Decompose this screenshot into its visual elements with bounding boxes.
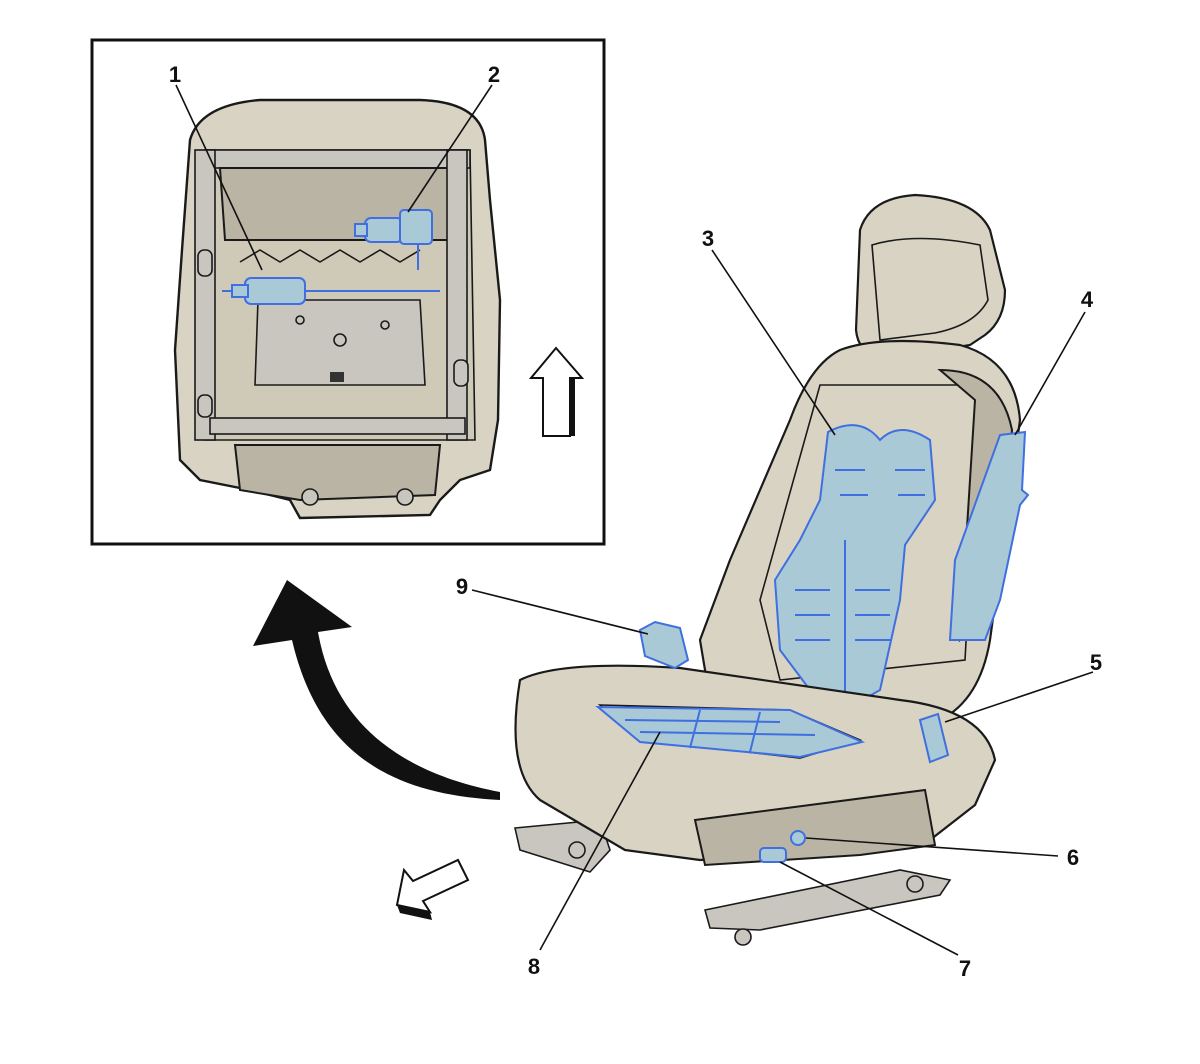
callout-4: 4 bbox=[1081, 287, 1094, 312]
leader-line-2 bbox=[407, 84, 493, 213]
component-9-seat-belt-buckle bbox=[638, 620, 690, 670]
rail-bolt bbox=[568, 841, 586, 859]
inset-side-cover bbox=[197, 249, 213, 277]
rail-bolt bbox=[906, 875, 924, 893]
inset-component-1-motor bbox=[222, 277, 440, 305]
headrest-inner bbox=[871, 237, 989, 341]
seat-rail-right bbox=[703, 869, 952, 931]
inset-rear-trim bbox=[233, 444, 442, 502]
inset-side-cover bbox=[453, 359, 469, 387]
inset-plate-hole bbox=[380, 320, 390, 330]
callout-7: 7 bbox=[959, 956, 971, 981]
callout-1: 1 bbox=[169, 62, 181, 87]
callout-6: 6 bbox=[1067, 845, 1079, 870]
callout-5: 5 bbox=[1090, 650, 1102, 675]
leader-line-5 bbox=[944, 671, 1094, 723]
curved-arrow-icon bbox=[253, 580, 500, 800]
inset-rear-bolt bbox=[301, 488, 319, 506]
inset-plate-hole bbox=[295, 315, 305, 325]
leader-line-4 bbox=[1014, 311, 1086, 436]
callout-8: 8 bbox=[528, 954, 540, 979]
inset-rear-bolt bbox=[396, 488, 414, 506]
inset-up-arrow-icon bbox=[528, 346, 585, 437]
inset-rear-crossbar bbox=[209, 417, 466, 435]
inset-right-rail bbox=[446, 149, 468, 441]
leader-line-3 bbox=[711, 249, 836, 436]
seat-headrest bbox=[854, 193, 1007, 362]
leader-line-1 bbox=[175, 84, 263, 271]
main-seat bbox=[514, 193, 1030, 946]
component-8-cushion-mat bbox=[595, 705, 866, 759]
leader-line-6 bbox=[805, 837, 1059, 857]
forward-arrow-icon bbox=[395, 858, 470, 920]
inset-spring-row bbox=[239, 249, 421, 263]
leader-line-8 bbox=[539, 731, 661, 951]
callout-9: 9 bbox=[456, 574, 468, 599]
leader-line-7 bbox=[779, 861, 959, 956]
main-callouts: 3 4 5 6 7 8 9 bbox=[456, 226, 1102, 981]
inset-front-crossbar bbox=[204, 149, 471, 169]
inset-side-cover bbox=[197, 394, 213, 418]
inset-connector bbox=[330, 372, 344, 382]
callout-3: 3 bbox=[702, 226, 714, 251]
inset-plate-hole bbox=[333, 333, 347, 347]
component-4-side-module bbox=[948, 430, 1030, 641]
callout-2: 2 bbox=[488, 62, 500, 87]
inset-component-2-motor bbox=[354, 209, 433, 270]
inset-left-rail bbox=[194, 149, 216, 441]
inset-underside-view: 1 2 bbox=[90, 38, 606, 546]
component-6-control-knob bbox=[790, 830, 806, 846]
inset-up-arrow-shadow bbox=[570, 378, 575, 436]
component-7-adjust-switch bbox=[759, 847, 787, 863]
rail-bolt bbox=[734, 928, 752, 946]
component-5-side-switch bbox=[918, 712, 950, 764]
seat-side-trim bbox=[693, 788, 937, 867]
leader-line-9 bbox=[471, 589, 649, 635]
